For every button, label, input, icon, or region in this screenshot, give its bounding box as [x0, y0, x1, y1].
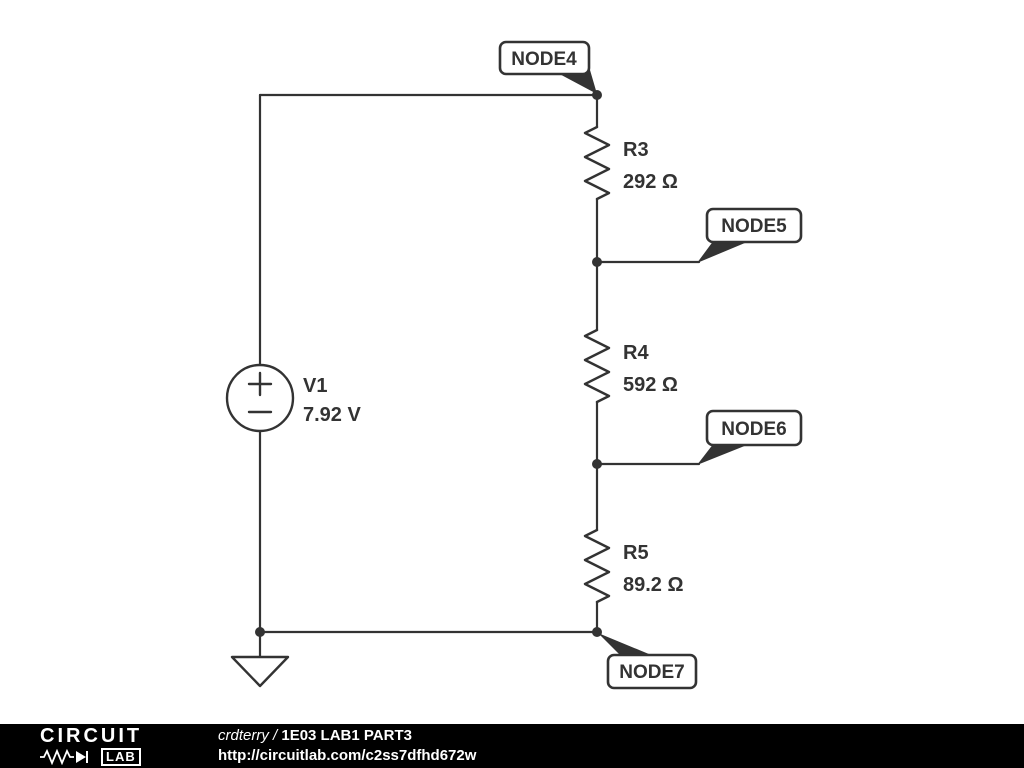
tag-box — [705, 207, 803, 244]
node-junction-dot — [255, 627, 265, 637]
node-junction-dot — [592, 257, 602, 267]
tag-box — [606, 653, 698, 690]
circuitlab-logo: CIRCUIT LAB — [40, 726, 190, 766]
node-label: NODE4 — [511, 49, 577, 70]
logo-bottom-row: LAB — [40, 748, 190, 766]
tag-pointer-icon — [598, 633, 656, 657]
logo-lab-text: LAB — [101, 748, 141, 766]
resistor-zigzag-icon — [583, 528, 611, 604]
component-designator: R5 — [623, 542, 649, 564]
node-label: NODE7 — [619, 662, 684, 683]
node-tag-node7[interactable]: NODE7 — [598, 633, 698, 690]
component-value: 89.2 Ω — [623, 574, 684, 596]
footer-bar: CIRCUIT LAB crdterry / 1E03 LAB1 PART3 h… — [0, 724, 1024, 768]
tag-box — [498, 40, 591, 76]
voltage-source-v1[interactable]: V1 7.92 V — [225, 363, 361, 433]
tag-pointer-icon — [552, 70, 597, 94]
component-designator: R3 — [623, 139, 649, 161]
schematic-url-link[interactable]: http://circuitlab.com/c2ss7dfhd672w — [218, 747, 477, 764]
ground-symbol[interactable] — [230, 655, 290, 688]
tag-box — [705, 409, 803, 447]
node-label: NODE5 — [721, 216, 787, 237]
tag-pointer-icon — [697, 443, 752, 465]
tag-pointer-icon — [697, 240, 752, 263]
node-tag-node5[interactable]: NODE5 — [697, 207, 803, 263]
resistor-diode-icon — [40, 749, 88, 765]
schematic-byline: crdterry / 1E03 LAB1 PART3 — [218, 726, 476, 746]
component-designator: R4 — [623, 342, 649, 364]
component-value: 592 Ω — [623, 374, 678, 396]
resistor-r4[interactable]: R4 592 Ω — [583, 328, 678, 404]
component-designator: V1 — [303, 375, 327, 397]
footer-meta: crdterry / 1E03 LAB1 PART3 http://circui… — [218, 726, 476, 766]
resistor-zigzag-icon — [583, 125, 611, 201]
node-label: NODE6 — [721, 419, 786, 440]
voltage-source-circle-icon — [225, 363, 295, 433]
junction-dots — [255, 90, 602, 637]
logo-circuit-text: CIRCUIT — [40, 725, 143, 747]
component-value: 7.92 V — [303, 404, 361, 426]
node-tag-node4[interactable]: NODE4 — [498, 40, 597, 94]
author-name: crdterry / — [218, 727, 278, 744]
schematic-canvas: R3 292 Ω R4 592 Ω R5 89.2 Ω V1 7.92 V — [225, 40, 803, 690]
resistor-r3[interactable]: R3 292 Ω — [583, 125, 678, 201]
node-junction-dot — [592, 459, 602, 469]
node-tag-node6[interactable]: NODE6 — [697, 409, 803, 465]
component-value: 292 Ω — [623, 171, 678, 193]
ground-triangle-icon — [230, 655, 290, 688]
resistor-zigzag-icon — [583, 328, 611, 404]
schematic-title: 1E03 LAB1 PART3 — [281, 727, 412, 744]
resistor-r5[interactable]: R5 89.2 Ω — [583, 528, 684, 604]
